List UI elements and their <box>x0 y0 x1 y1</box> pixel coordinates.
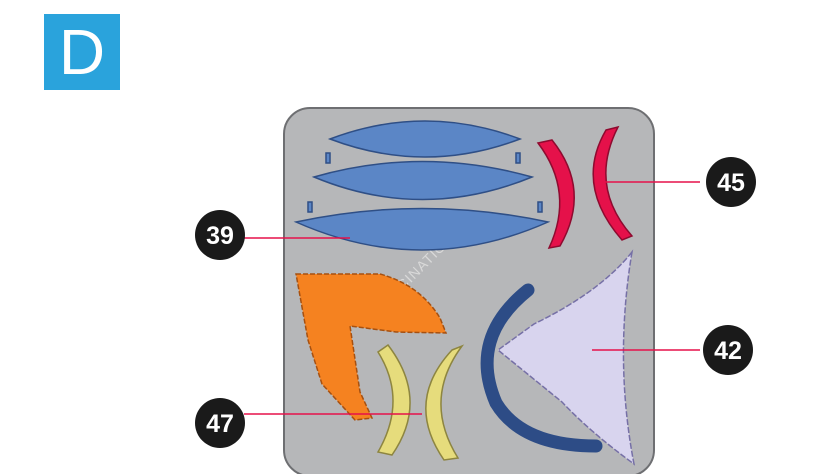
callout-39-number: 39 <box>206 222 234 250</box>
callout-47-number: 47 <box>206 410 234 438</box>
step-letter: D <box>58 16 106 88</box>
blue-lens-pieces <box>293 120 551 251</box>
blue-lens-bottom <box>293 207 551 251</box>
orange-bracket-piece <box>295 273 448 421</box>
blue-lens-middle <box>311 160 535 201</box>
callout-42-number: 42 <box>714 337 742 365</box>
callout-47: 47 <box>195 398 245 448</box>
red-crescent-piece <box>536 125 634 249</box>
leader-lines <box>244 181 700 415</box>
callout-45-number: 45 <box>717 169 745 197</box>
lavender-triangle-piece <box>496 249 636 466</box>
callout-42: 42 <box>703 325 753 375</box>
blue-lens-top <box>327 120 523 158</box>
callout-39: 39 <box>195 210 245 260</box>
yellow-crescent-piece <box>376 343 465 461</box>
navy-arc-piece <box>480 283 603 453</box>
step-badge: D <box>44 14 120 90</box>
callout-45: 45 <box>706 157 756 207</box>
